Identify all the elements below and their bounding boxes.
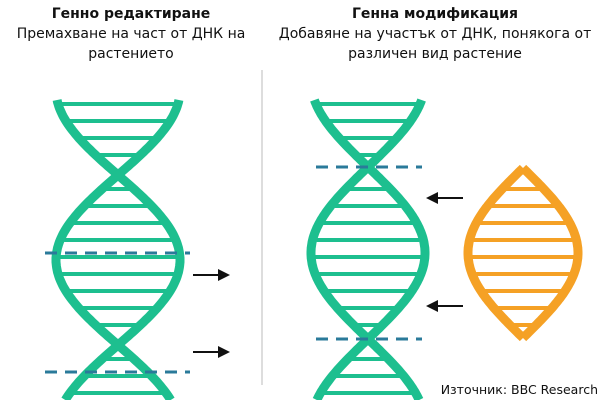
gene-modification-subtitle: Добавяне на участък от ДНК, понякога от … (278, 26, 592, 62)
dna-strand (310, 98, 430, 400)
arrow-icon (426, 192, 463, 204)
arrow-icon (193, 346, 230, 358)
dna-strand (52, 99, 185, 400)
dna-strand (519, 164, 583, 342)
arrow-icon (426, 300, 463, 312)
gene-editing-subtitle: Премахване на част от ДНК на растението (16, 26, 246, 62)
gene-editing-title: Генно редактиране (51, 6, 211, 22)
arrow-icon (193, 269, 230, 281)
dna-helix-edited (51, 99, 185, 400)
cut-lines (45, 165, 422, 374)
dna-strand (306, 98, 426, 400)
arrows (193, 192, 463, 358)
divider (261, 70, 263, 385)
source-credit: Източник: BBC Research (440, 382, 598, 397)
foreign-dna-segment (463, 164, 583, 342)
dna-helix-modified (306, 98, 430, 400)
dna-strand (463, 164, 527, 342)
gene-modification-title: Генна модификация (351, 6, 519, 22)
dna-strand (51, 99, 184, 400)
